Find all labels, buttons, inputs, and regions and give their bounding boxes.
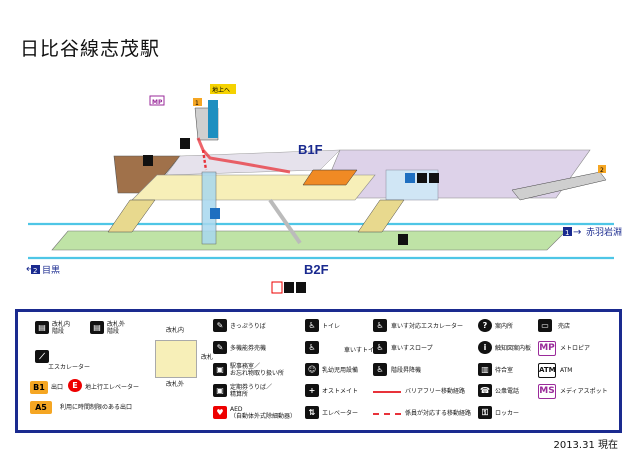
braille-icon: i bbox=[478, 341, 492, 354]
elevator-icon bbox=[210, 208, 220, 219]
escalator-icon: ⟋ bbox=[35, 350, 49, 363]
b2f-label: B2F bbox=[304, 262, 329, 277]
wc-slope-icon: ♿ bbox=[373, 341, 387, 354]
b2f-platform bbox=[51, 230, 567, 251]
baby-icon: ☺ bbox=[305, 363, 319, 376]
exit-badge: B1 bbox=[30, 381, 48, 394]
legend: ▤ 改札内 階段 ▤ 改札外 階段 ⟋ エスカレーター 改札内 改札 改札外 B… bbox=[15, 309, 622, 433]
legend-escalator: エスカレーター bbox=[48, 364, 91, 371]
commuter-icon: ▣ bbox=[213, 384, 227, 397]
dir-left-num: 2 bbox=[33, 267, 37, 275]
legend-metropia: メトロピア bbox=[560, 345, 591, 352]
legend-info: 案内所 bbox=[495, 323, 514, 330]
elevator-icon: ⇅ bbox=[305, 406, 319, 419]
multi-machine-icon: ✎ bbox=[213, 341, 227, 354]
locker-icon: ⚿ bbox=[478, 406, 492, 419]
route-line-icon bbox=[373, 391, 401, 393]
atm-icon: ATM bbox=[538, 363, 556, 378]
legend-braille: 触知図案内板 bbox=[495, 345, 532, 352]
ticket-icon: ✎ bbox=[213, 319, 227, 332]
stair-lift-icon: ♿ bbox=[373, 363, 387, 376]
legend-ticket: きっぷうりば bbox=[230, 323, 266, 330]
legend-barrier-free: バリアフリー移動経路 bbox=[405, 388, 466, 395]
legend-station-office: 駅事務室／ お忘れ物取り扱い所 bbox=[230, 363, 285, 377]
legend-phone: 公衆電話 bbox=[495, 388, 520, 395]
ostomate-icon: + bbox=[305, 384, 319, 397]
stairs-outside-icon: ▤ bbox=[90, 321, 104, 334]
legend-gate-in-stairs: 改札内 階段 bbox=[52, 321, 71, 335]
wc-escalator-icon: ♿ bbox=[373, 319, 387, 332]
legend-wc-slope: 車いすスロープ bbox=[391, 345, 433, 352]
station-map: B1F B2F 1 地上へ MP 2 1 → 赤羽岩淵 ← 2 目黒 bbox=[26, 84, 622, 294]
b1f-label: B1F bbox=[298, 142, 323, 157]
legend-gate-out: 改札外 bbox=[166, 381, 185, 388]
legend-stair-lift: 階段昇降機 bbox=[391, 367, 422, 374]
toilet-icon-b1f bbox=[143, 155, 153, 166]
legend-wheelchair-toilet: 車いすトイレ bbox=[344, 347, 381, 354]
exit1-badge: 1 bbox=[195, 100, 199, 107]
legend-commuter: 定期券うりば／ 精算所 bbox=[230, 384, 273, 398]
dir-left-label: 目黒 bbox=[42, 265, 60, 276]
elevator-badge: E bbox=[68, 379, 82, 392]
legend-multi-machine: 多機能券売機 bbox=[230, 345, 267, 352]
dir-right-label: 赤羽岩淵 bbox=[586, 226, 622, 238]
exit2-badge: 2 bbox=[600, 167, 604, 174]
legend-shop: 売店 bbox=[558, 323, 571, 330]
legend-elevator: エレベーター bbox=[322, 410, 359, 417]
legend-baby: 乳幼児用設備 bbox=[322, 367, 359, 374]
up-label: 地上へ bbox=[212, 86, 230, 94]
legend-exit: 出口 bbox=[51, 384, 64, 391]
info-icon: ? bbox=[478, 319, 492, 332]
baby-icon bbox=[429, 173, 439, 183]
stairs-east bbox=[357, 199, 405, 233]
ticket-icon-b2f bbox=[284, 282, 294, 293]
toilet-icon bbox=[417, 173, 427, 183]
legend-ostomate: オストメイト bbox=[322, 388, 359, 395]
gate-diagram bbox=[155, 340, 197, 378]
legend-wc-escalator: 車いす対応エスカレーター bbox=[391, 323, 464, 330]
as-of-date: 2013.31 現在 bbox=[553, 440, 618, 451]
dir-right-arrow: → bbox=[573, 227, 581, 238]
legend-locker: ロッカー bbox=[495, 410, 520, 417]
stairs-icon: ▤ bbox=[35, 321, 49, 334]
toilet-icon-b2f bbox=[271, 281, 283, 294]
legend-staff-route: 係員が対応する移動経路 bbox=[405, 410, 472, 417]
legend-gate-in: 改札内 bbox=[166, 327, 185, 334]
stairs-exit2 bbox=[511, 171, 607, 201]
legend-atm: ATM bbox=[560, 367, 573, 374]
stairs-west bbox=[107, 199, 156, 233]
waiting-room-icon: ▥ bbox=[478, 363, 492, 376]
media-spot-icon: MS bbox=[538, 384, 556, 399]
dir-right-num: 1 bbox=[565, 229, 569, 237]
metropia-badge: MP bbox=[152, 99, 163, 106]
wheelchair-icon bbox=[405, 173, 415, 183]
station-office-icon: ▣ bbox=[213, 363, 227, 376]
legend-ground-elevator: 地上行エレベーター bbox=[85, 384, 140, 391]
shop-icon: ▭ bbox=[538, 319, 552, 332]
metropia-icon: MP bbox=[538, 341, 556, 356]
legend-toilet: トイレ bbox=[322, 323, 341, 330]
ticket-icon-b2f-2 bbox=[296, 282, 306, 293]
legend-gate: 改札 bbox=[201, 354, 214, 361]
wheelchair-toilet-icon: ♿ bbox=[305, 341, 319, 354]
aed-icon: ♥ bbox=[213, 406, 227, 419]
legend-waiting: 待合室 bbox=[495, 367, 514, 374]
ticket-machines bbox=[302, 169, 358, 186]
timed-exit-badge: A5 bbox=[30, 401, 52, 414]
dir-left-arrow: ← bbox=[26, 264, 34, 275]
page-title: 日比谷線志茂駅 bbox=[20, 38, 161, 60]
toilet-icon: ♿ bbox=[305, 319, 319, 332]
legend-media-spot: メディアスポット bbox=[560, 388, 608, 395]
phone-legend-icon: ☎ bbox=[478, 384, 492, 397]
barrier-free-route bbox=[196, 137, 291, 174]
staff-route-icon bbox=[373, 413, 401, 415]
phone-icon bbox=[180, 138, 190, 149]
legend-gate-out-stairs: 改札外 階段 bbox=[107, 321, 126, 335]
legend-timed-exit: 利用に時間制限のある出口 bbox=[60, 404, 133, 411]
legend-aed: AED （自動体外式除細動器） bbox=[230, 406, 297, 420]
phone-icon-b2f bbox=[398, 234, 408, 245]
